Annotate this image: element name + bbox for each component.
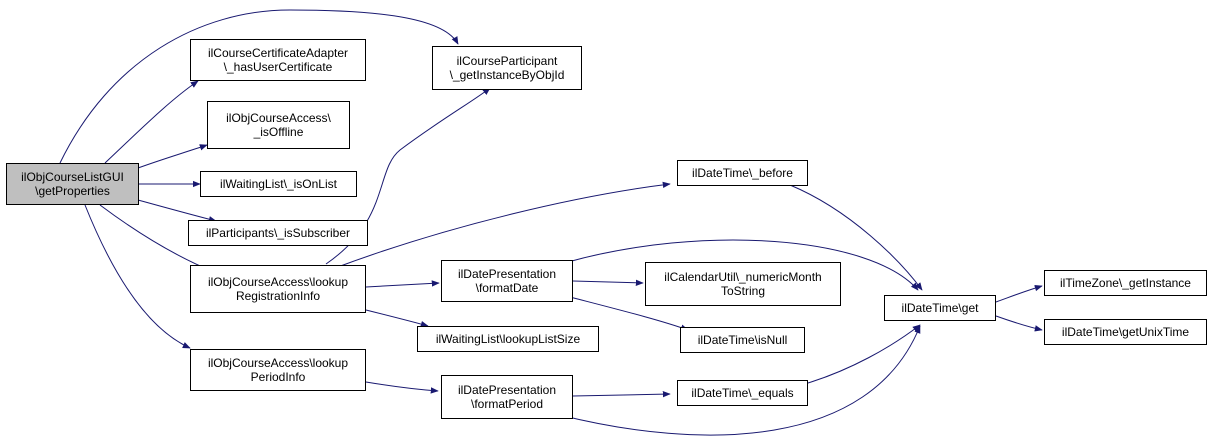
edge-root-to-lookupper bbox=[84, 204, 191, 349]
node-label-line2: \_getInstanceByObjId bbox=[449, 68, 565, 82]
node-date-time-equals[interactable]: ilDateTime\_equals bbox=[677, 380, 808, 406]
edge-formatperiod-to-get bbox=[559, 325, 921, 436]
node-label-line2: RegistrationInfo bbox=[235, 289, 321, 303]
edge-lookupreg-to-formatdate bbox=[365, 280, 440, 288]
node-label-line1: ilDateTime\isNull bbox=[697, 333, 788, 347]
node-label-line1: ilDateTime\_equals bbox=[691, 386, 794, 400]
node-label-line1: ilWaitingList\lookupListSize bbox=[435, 332, 581, 346]
node-label-line2: _isOffline bbox=[253, 125, 304, 139]
edge-formatdate-to-get bbox=[567, 239, 919, 291]
node-label-line2: \formatDate bbox=[475, 281, 539, 295]
node-date-time-get-unix-time[interactable]: ilDateTime\getUnixTime bbox=[1044, 319, 1207, 345]
node-lookup-period-info[interactable]: ilObjCourseAccess\lookup PeriodInfo bbox=[190, 349, 366, 391]
node-lookup-registration-info[interactable]: ilObjCourseAccess\lookup RegistrationInf… bbox=[190, 265, 366, 313]
node-label-line1: ilCourseCertificateAdapter bbox=[207, 46, 349, 60]
node-label-line2: \_hasUserCertificate bbox=[223, 60, 333, 74]
node-label-line1: ilObjCourseListGUI bbox=[21, 170, 124, 184]
node-waiting-list-lookup-list-size[interactable]: ilWaitingList\lookupListSize bbox=[417, 326, 599, 352]
node-label-line1: ilTimeZone\_getInstance bbox=[1060, 276, 1191, 290]
node-course-certificate-adapter[interactable]: ilCourseCertificateAdapter \_hasUserCert… bbox=[190, 39, 366, 81]
node-label-line1: ilDateTime\_before bbox=[692, 166, 793, 180]
node-label-line1: ilObjCourseAccess\lookup bbox=[207, 275, 349, 289]
edge-root-to-subscriber bbox=[137, 199, 217, 223]
edge-formatdate-to-isnull bbox=[569, 296, 689, 331]
node-label-line1: ilDateTime\get bbox=[901, 301, 979, 315]
edge-root-to-participant bbox=[59, 9, 459, 164]
node-calendar-util-numeric-month[interactable]: ilCalendarUtil\_numericMonth ToString bbox=[645, 262, 841, 306]
node-date-presentation-format-period[interactable]: ilDatePresentation \formatPeriod bbox=[441, 375, 573, 419]
node-label-line1: ilDateTime\getUnixTime bbox=[1061, 325, 1190, 339]
edge-formatperiod-to-equals bbox=[572, 390, 671, 398]
node-participants-is-subscriber[interactable]: ilParticipants\_isSubscriber bbox=[188, 220, 368, 246]
edge-lookupreg-to-before bbox=[334, 181, 671, 269]
node-date-time-get[interactable]: ilDateTime\get bbox=[884, 295, 996, 321]
node-label-line1: ilDatePresentation bbox=[457, 383, 557, 397]
node-course-participant-get-instance[interactable]: ilCourseParticipant \_getInstanceByObjId bbox=[432, 46, 582, 90]
node-date-time-is-null[interactable]: ilDateTime\isNull bbox=[680, 327, 805, 353]
node-label-line1: ilParticipants\_isSubscriber bbox=[205, 226, 351, 240]
node-label-line1: ilObjCourseAccess\lookup bbox=[207, 356, 349, 370]
edge-get-to-unixtime bbox=[995, 315, 1043, 332]
edge-formatdate-to-calutil bbox=[572, 279, 644, 286]
edge-lookupreg-to-listsize bbox=[365, 309, 429, 328]
node-date-time-before[interactable]: ilDateTime\_before bbox=[677, 160, 808, 186]
node-label-line2: PeriodInfo bbox=[250, 370, 306, 384]
edge-before-to-get bbox=[789, 184, 923, 291]
node-label-line2: \formatPeriod bbox=[470, 397, 544, 411]
node-label-line1: ilObjCourseAccess\ bbox=[226, 111, 331, 125]
node-label-line2: ToString bbox=[720, 284, 766, 298]
edge-get-to-timezone bbox=[995, 284, 1043, 303]
edge-equals-to-get bbox=[807, 324, 921, 384]
node-label-line1: ilWaitingList\_isOnList bbox=[220, 177, 337, 191]
node-label-line2: \getProperties bbox=[35, 184, 110, 198]
edge-root-to-offline bbox=[137, 144, 208, 169]
node-date-presentation-format-date[interactable]: ilDatePresentation \formatDate bbox=[441, 260, 573, 302]
node-label-line1: ilCalendarUtil\_numericMonth bbox=[664, 270, 822, 284]
edge-lookupper-to-formatperiod bbox=[365, 381, 439, 394]
node-label-line1: ilCourseParticipant bbox=[456, 54, 558, 68]
node-obj-course-access-is-offline[interactable]: ilObjCourseAccess\ _isOffline bbox=[207, 101, 350, 149]
edge-root-to-cert bbox=[104, 80, 199, 164]
node-time-zone-get-instance[interactable]: ilTimeZone\_getInstance bbox=[1044, 270, 1207, 296]
node-label-line1: ilDatePresentation bbox=[457, 267, 557, 281]
node-root-get-properties: ilObjCourseListGUI \getProperties bbox=[6, 163, 139, 205]
node-waiting-list-is-on-list[interactable]: ilWaitingList\_isOnList bbox=[200, 171, 357, 197]
